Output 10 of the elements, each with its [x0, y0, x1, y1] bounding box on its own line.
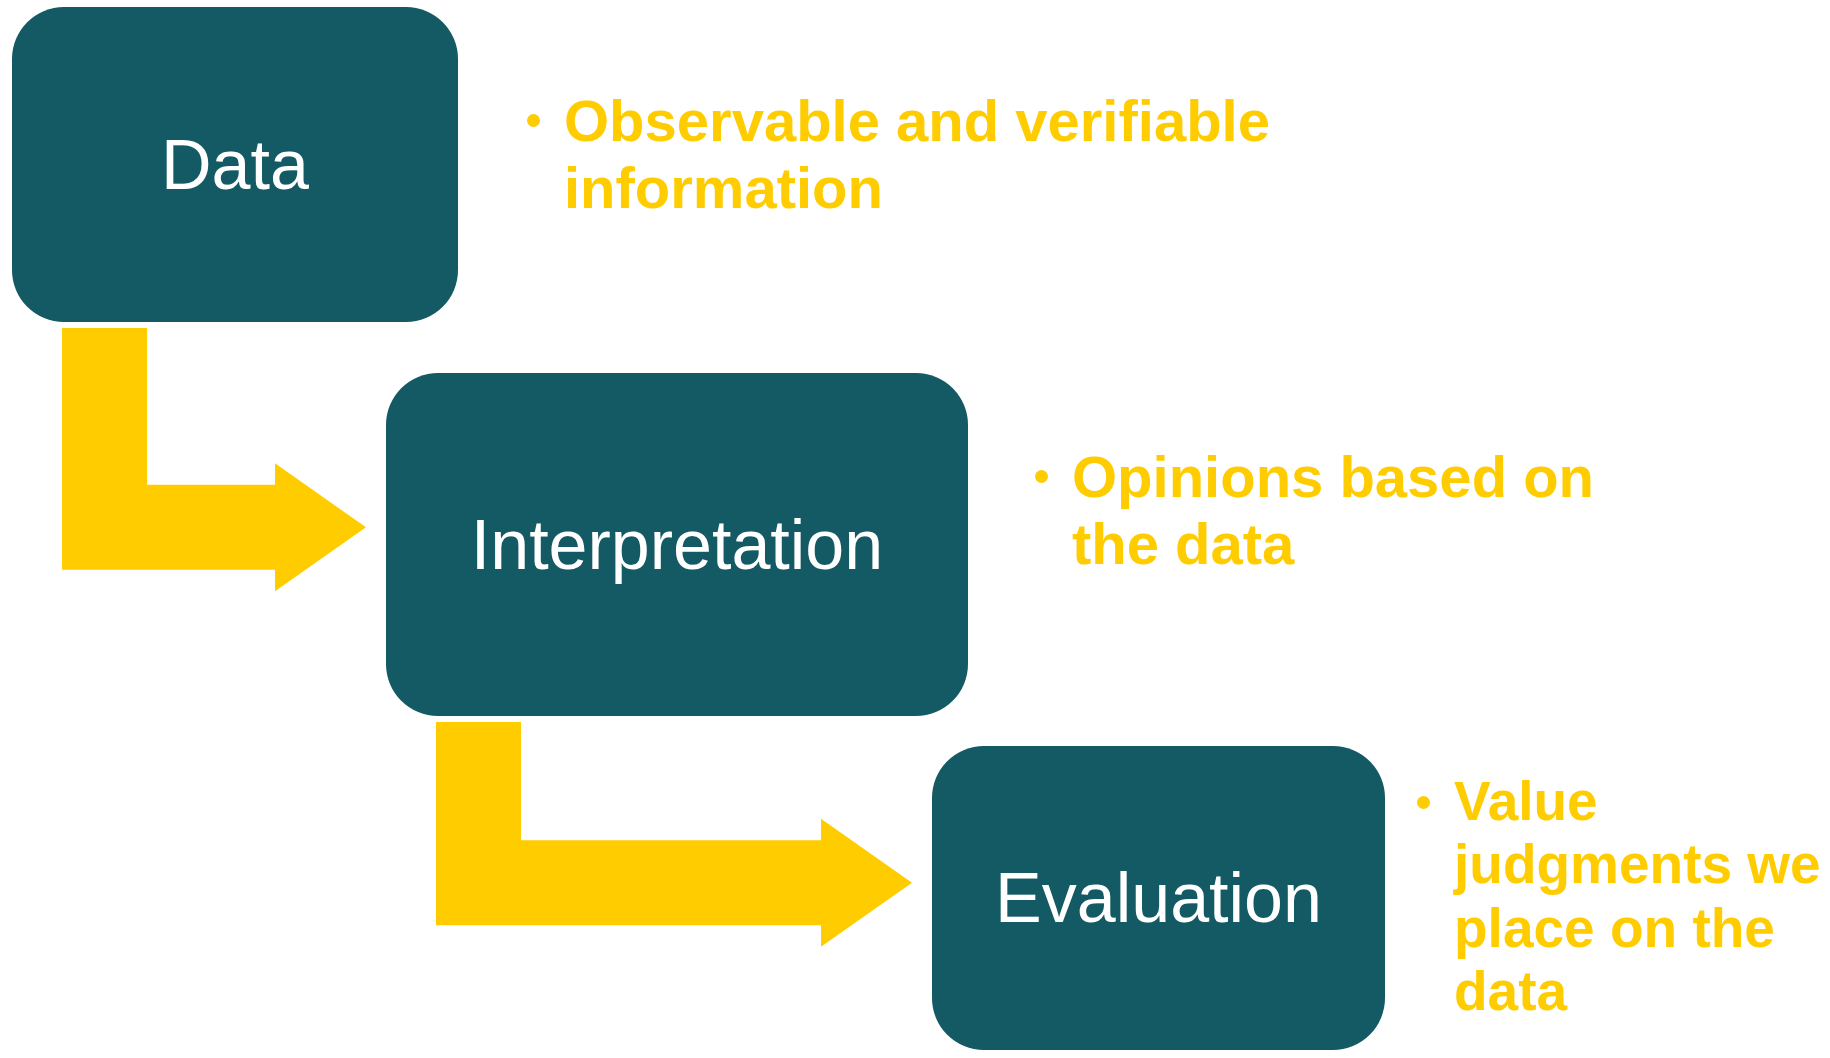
block-arrow [62, 328, 366, 592]
process-box [386, 373, 968, 716]
process-box [932, 746, 1385, 1050]
box-label: Data [161, 129, 309, 200]
description-text: Value judgments we place on the data [1454, 770, 1822, 1023]
process-box [12, 7, 458, 322]
description-text: Opinions based on the data [1072, 444, 1596, 578]
description-text: Observable and verifiable information [564, 88, 1271, 222]
block-arrow [436, 722, 912, 947]
box-label: Evaluation [995, 863, 1322, 933]
